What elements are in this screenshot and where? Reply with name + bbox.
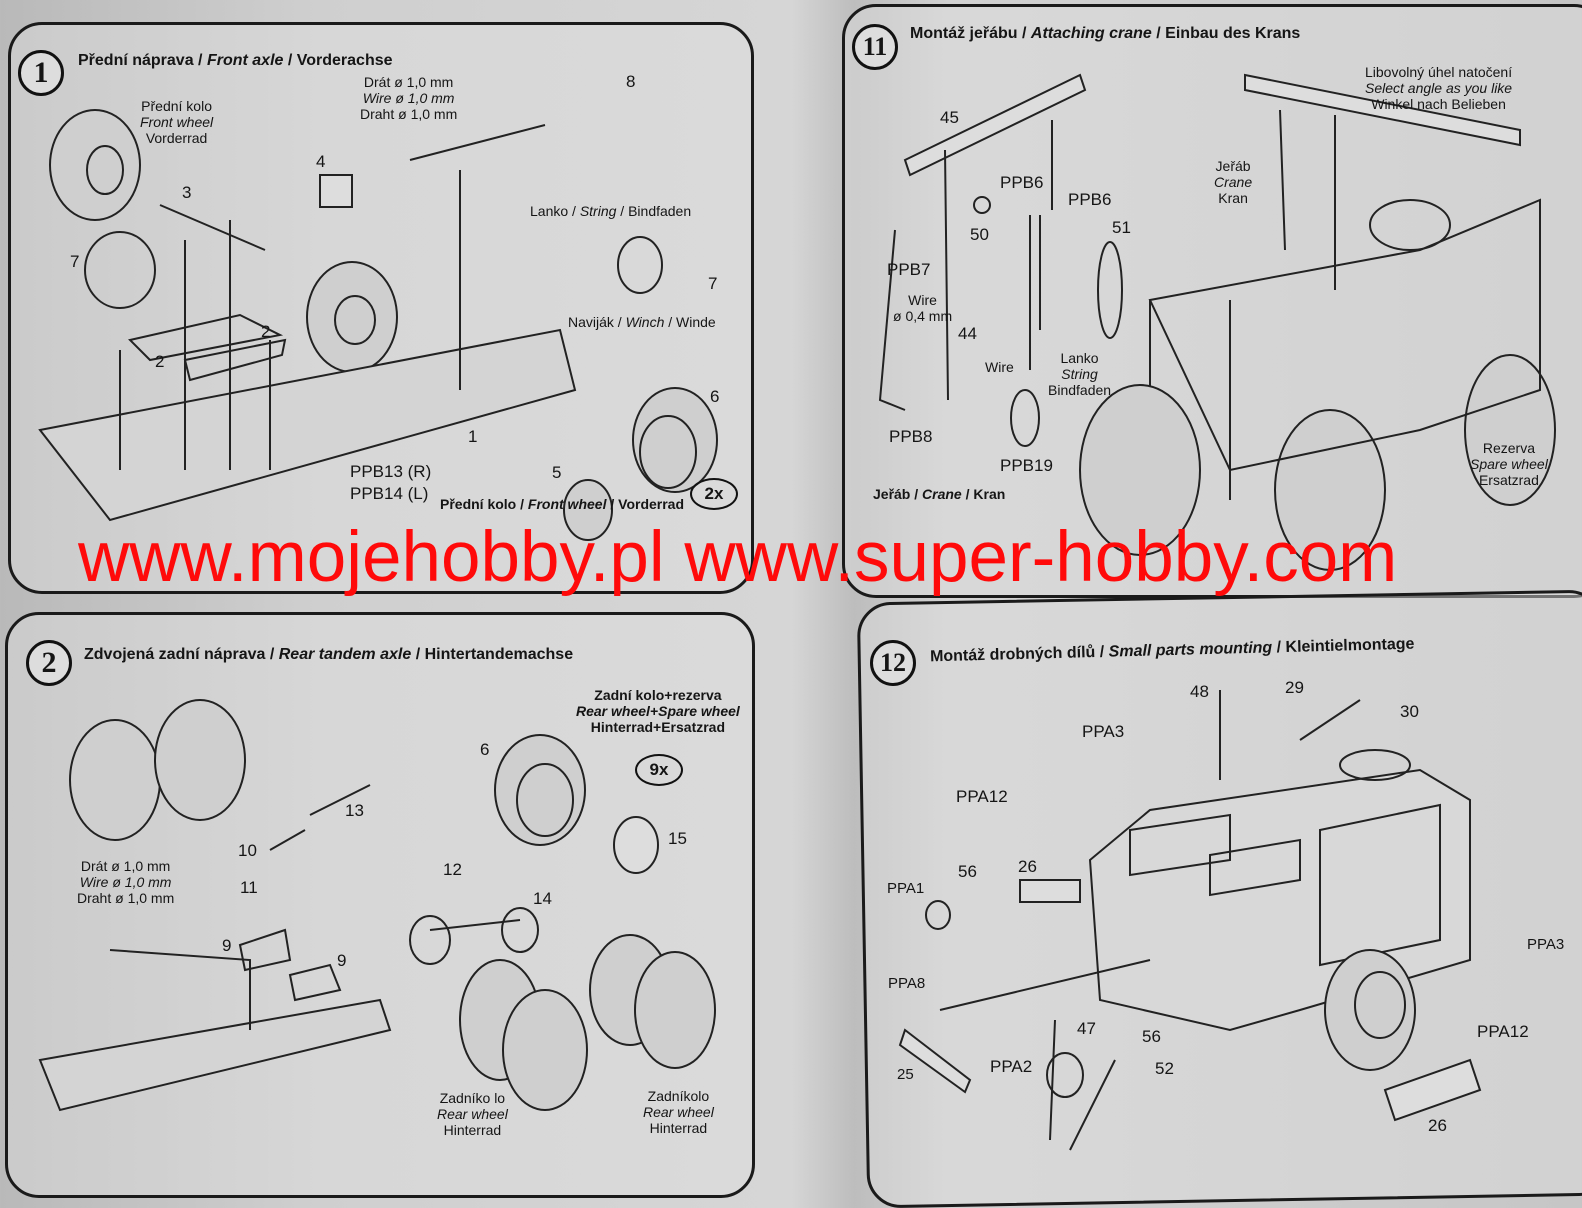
part-number: 10 <box>238 841 257 860</box>
part-number: 44 <box>958 324 977 343</box>
part-number: PPB7 <box>887 260 931 279</box>
front-axle-drawing <box>38 109 718 541</box>
step-number: 11 <box>852 24 898 70</box>
step-11-panel <box>842 4 1582 598</box>
crane-drawing <box>878 73 1556 571</box>
part-number: 2 <box>261 322 271 341</box>
part-number: 7 <box>708 274 718 293</box>
part-number: 4 <box>316 152 326 171</box>
step-title: Přední náprava / Front axle / Vorderachs… <box>78 52 393 69</box>
part-number: 2 <box>155 352 165 371</box>
part-number: 48 <box>1190 682 1209 701</box>
part-number: 47 <box>1077 1019 1096 1038</box>
part-number: 1 <box>468 427 478 446</box>
part-number: 5 <box>552 463 562 482</box>
part-number: 45 <box>940 108 959 127</box>
part-number: 7 <box>70 252 80 271</box>
part-number: 26 <box>1428 1116 1447 1135</box>
part-number: 50 <box>970 225 989 244</box>
part-number: PPB8 <box>889 427 933 446</box>
part-number: 52 <box>1155 1059 1174 1078</box>
part-number: 25 <box>897 1066 914 1083</box>
part-number: PPA3 <box>1527 936 1565 953</box>
part-number: 15 <box>668 829 687 848</box>
part-number: 29 <box>1285 678 1304 697</box>
part-number: 12 <box>443 860 462 879</box>
title-en: Front axle <box>206 52 284 69</box>
quantity-badge: 9x <box>635 754 683 786</box>
part-number: PPB19 <box>1000 456 1053 475</box>
part-number: 51 <box>1112 218 1131 237</box>
part-number: 30 <box>1400 702 1419 721</box>
quantity-badge: 2x <box>690 478 738 510</box>
string-label: Lanko / String / Bindfaden <box>530 203 692 219</box>
step-number: 2 <box>26 640 72 686</box>
assembly-drawings <box>38 73 1556 1151</box>
step-title: Zdvojená zadní náprava / Rear tandem axl… <box>84 646 574 663</box>
step-number: 12 <box>870 640 916 686</box>
part-number: Wire <box>985 359 1014 375</box>
part-number: 56 <box>1142 1027 1161 1046</box>
small-parts-drawing <box>898 690 1482 1151</box>
part-number: PPA3 <box>1082 722 1125 741</box>
part-number: PPA1 <box>887 880 925 897</box>
title-de: Vorderachse <box>296 52 393 69</box>
footer-label: Přední kolo / Front wheel / Vorderrad <box>440 496 685 512</box>
part-number: 9 <box>337 951 347 970</box>
part-number: 11 <box>240 878 258 897</box>
part-number: 8 <box>626 72 636 91</box>
part-number: PPB6 <box>1000 173 1044 192</box>
part-number: 56 <box>958 862 977 881</box>
part-number: 3 <box>182 183 192 202</box>
part-number: 13 <box>345 801 364 820</box>
step-number: 1 <box>18 50 64 96</box>
part-number: 6 <box>710 387 720 406</box>
part-number: PPB6 <box>1068 190 1112 209</box>
part-number: PPA12 <box>956 787 1008 806</box>
step-2-panel <box>5 612 755 1198</box>
step-title: Montáž jeřábu / Attaching crane / Einbau… <box>910 25 1301 42</box>
part-number: 6 <box>480 740 490 759</box>
watermark: www.mojehobby.pl www.super-hobby.com <box>78 518 1398 597</box>
part-number: 9 <box>222 936 232 955</box>
crane-caption: Jeřáb / Crane / Kran <box>873 486 1006 502</box>
part-number: PPA8 <box>888 975 926 992</box>
winch-label: Naviják / Winch / Winde <box>568 314 716 330</box>
rear-axle-drawing <box>38 699 716 1112</box>
part-number: 26 <box>1018 857 1037 876</box>
part-number: PPA12 <box>1477 1022 1529 1041</box>
title-cz: Přední náprava <box>78 52 194 69</box>
part-ppb14: PPB14 (L) <box>350 484 429 503</box>
part-number: PPA2 <box>990 1057 1033 1076</box>
part-number: 14 <box>533 889 552 908</box>
part-ppb13: PPB13 (R) <box>350 462 432 481</box>
